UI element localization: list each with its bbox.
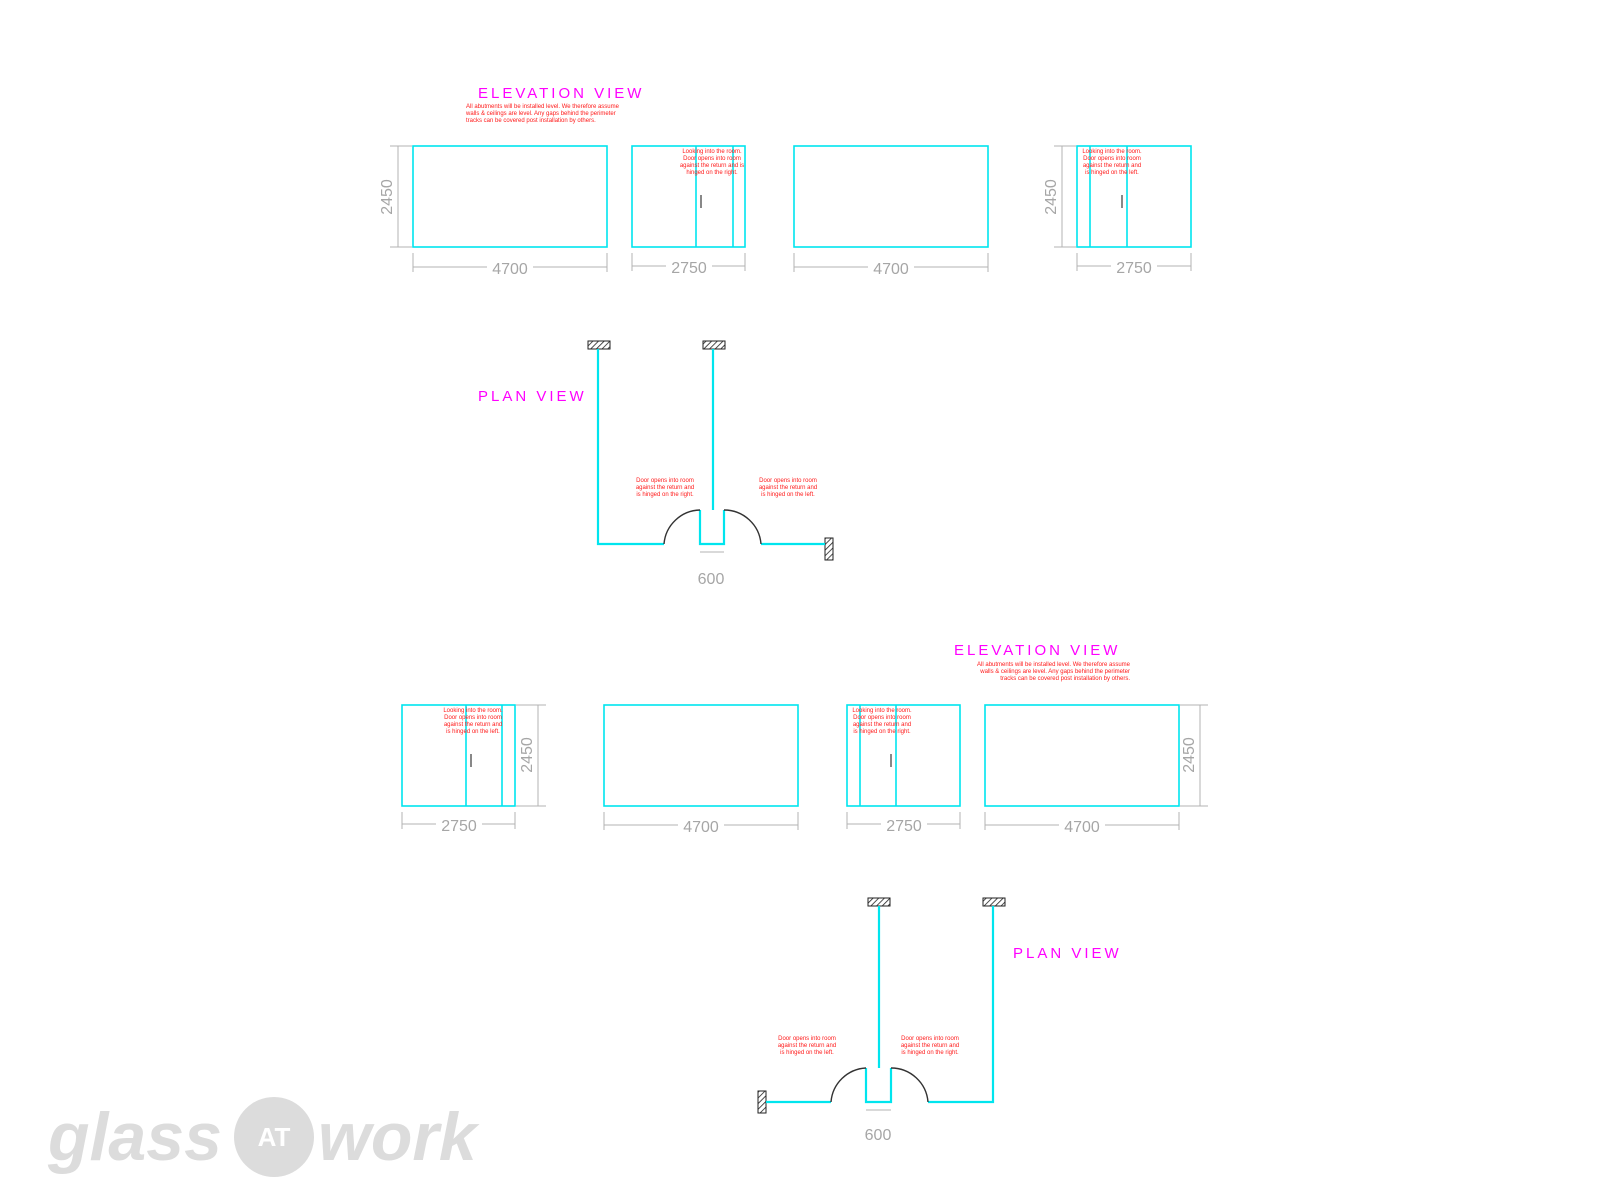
top-door-panel-1: Looking into the room. Door opens into r… <box>631 145 746 248</box>
logo-text-left: glass <box>47 1099 222 1175</box>
top-width-label-3: 4700 <box>873 261 909 278</box>
bottom-plan-note-right-line-1: Door opens into room <box>901 1036 959 1042</box>
wall-hatch-icon <box>824 537 834 561</box>
top-door-note-b-line-3: against the return and <box>1083 163 1141 169</box>
bottom-door-panel-1: Looking into the room. Door opens into r… <box>401 704 516 807</box>
door-swing-right-icon <box>890 1067 929 1103</box>
bottom-door-note-a-line-3: against the return and <box>444 722 502 728</box>
top-door-note-a-line-3: against the return and is <box>680 163 744 169</box>
bottom-elevation-note: All abutments will be installed level. W… <box>977 662 1131 682</box>
plan-door-opening <box>864 1068 893 1104</box>
top-plan-gap-label: 600 <box>698 571 725 588</box>
top-plan-note-left-line-1: Door opens into room <box>636 478 694 484</box>
top-plan-note-right-line-3: is hinged on the left. <box>761 492 815 498</box>
bottom-elevation-note-line-2: walls & ceilings are level. Any gaps beh… <box>979 669 1130 675</box>
top-door-note-a-line-2: Door opens into room <box>683 156 741 162</box>
bottom-plan-view: PLAN VIEW Door opens into room against t… <box>757 897 1122 1144</box>
door-swing-left-icon <box>830 1067 867 1103</box>
bottom-height-dimension-left: 2450 <box>516 704 546 807</box>
bottom-door-panel-2: Looking into the room. Door opens into r… <box>846 704 961 807</box>
plan-door-opening <box>698 510 726 546</box>
bottom-width-label-3: 2750 <box>886 818 922 835</box>
bottom-elevation-title: ELEVATION VIEW <box>954 642 1120 659</box>
wall-hatch-icon <box>587 340 611 350</box>
bottom-height-dimension-right: 2450 <box>1180 704 1208 807</box>
bottom-height-label-left: 2450 <box>519 737 536 773</box>
door-swing-right-icon <box>723 509 762 545</box>
top-width-dim-3: 4700 <box>793 253 989 278</box>
top-door-note-a-line-4: hinged on the right. <box>686 170 738 176</box>
wall-hatch-icon <box>702 340 726 350</box>
top-plan-note-right-line-1: Door opens into room <box>759 478 817 484</box>
bottom-door-note-b-line-3: against the return and <box>853 722 911 728</box>
bottom-width-dim-2: 4700 <box>603 812 799 836</box>
bottom-width-label-4: 4700 <box>1064 819 1100 836</box>
top-height-label-right: 2450 <box>1043 179 1060 215</box>
plan-wall-left <box>596 349 664 546</box>
bottom-door-note-b-line-1: Looking into the room. <box>852 708 912 714</box>
top-door-note-b-line-2: Door opens into room <box>1083 156 1141 162</box>
top-width-dim-1: 4700 <box>412 253 608 278</box>
bottom-plan-note-right-line-2: against the return and <box>901 1043 959 1049</box>
top-height-dimension-left: 2450 <box>379 145 412 248</box>
bottom-width-dim-4: 4700 <box>984 812 1180 836</box>
top-elevation-note-line-2: walls & ceilings are level. Any gaps beh… <box>465 111 616 117</box>
logo-text-right: work <box>318 1099 480 1175</box>
bottom-door-note-a-line-1: Looking into the room. <box>443 708 503 714</box>
top-height-label-left: 2450 <box>379 179 396 215</box>
top-width-dim-4: 2750 <box>1076 253 1192 277</box>
top-plan-view: PLAN VIEW Door opens into room against t… <box>478 340 834 588</box>
bottom-panel-2 <box>603 704 799 807</box>
bottom-elevation-view: ELEVATION VIEW All abutments will be ins… <box>401 642 1208 836</box>
bottom-plan-note-left-line-3: is hinged on the left. <box>780 1050 834 1056</box>
logo-at-circle-icon <box>234 1097 314 1177</box>
door-swing-left-icon <box>663 509 701 545</box>
bottom-plan-note-right-line-3: is hinged on the right. <box>901 1050 959 1056</box>
logo-text-at: AT <box>258 1122 291 1152</box>
bottom-panel-4 <box>984 704 1180 807</box>
wall-hatch-icon <box>982 897 1006 907</box>
top-width-label-1: 4700 <box>492 261 528 278</box>
top-width-label-2: 2750 <box>671 260 707 277</box>
top-panel-3 <box>793 145 989 248</box>
top-panel-1 <box>412 145 608 248</box>
top-elevation-note-line-1: All abutments will be installed level. W… <box>466 104 620 110</box>
top-plan-note-right-line-2: against the return and <box>759 485 817 491</box>
bottom-plan-note-left-line-1: Door opens into room <box>778 1036 836 1042</box>
bottom-width-label-2: 4700 <box>683 819 719 836</box>
top-elevation-title: ELEVATION VIEW <box>478 85 644 102</box>
bottom-elevation-note-line-3: tracks can be covered post installation … <box>1000 676 1130 682</box>
top-door-note-b-line-1: Looking into the room. <box>1082 149 1142 155</box>
top-door-panel-2: Looking into the room. Door opens into r… <box>1076 145 1192 248</box>
bottom-door-note-a-line-2: Door opens into room <box>444 715 502 721</box>
top-plan-title: PLAN VIEW <box>478 388 587 405</box>
bottom-plan-title: PLAN VIEW <box>1013 945 1122 962</box>
top-width-label-4: 2750 <box>1116 260 1152 277</box>
top-elevation-note-line-3: tracks can be covered post installation … <box>466 118 596 124</box>
plan-wall-right <box>928 906 995 1104</box>
bottom-width-label-1: 2750 <box>441 818 477 835</box>
bottom-width-dim-3: 2750 <box>846 812 961 835</box>
bottom-elevation-note-line-1: All abutments will be installed level. W… <box>977 662 1131 668</box>
top-door-note-a-line-1: Looking into the room. <box>682 149 742 155</box>
wall-hatch-icon <box>867 897 891 907</box>
bottom-height-label-right: 2450 <box>1181 737 1198 773</box>
top-elevation-view: ELEVATION VIEW All abutments will be ins… <box>379 85 1192 278</box>
top-elevation-note: All abutments will be installed level. W… <box>465 104 620 124</box>
top-door-note-b-line-4: is hinged on the left. <box>1085 170 1139 176</box>
top-height-dimension-right: 2450 <box>1043 145 1076 248</box>
glassatwork-logo: glass AT work <box>47 1097 480 1177</box>
bottom-width-dim-1: 2750 <box>401 812 516 835</box>
top-plan-note-left-line-3: is hinged on the right. <box>636 492 694 498</box>
bottom-door-note-a-line-4: is hinged on the left. <box>446 729 500 735</box>
bottom-door-note-b-line-2: Door opens into room <box>853 715 911 721</box>
bottom-plan-note-left-line-2: against the return and <box>778 1043 836 1049</box>
bottom-door-note-b-line-4: is hinged on the right. <box>853 729 911 735</box>
top-width-dim-2: 2750 <box>631 253 746 277</box>
bottom-plan-gap-label: 600 <box>865 1127 892 1144</box>
wall-hatch-icon <box>757 1090 767 1114</box>
top-plan-note-left-line-2: against the return and <box>636 485 694 491</box>
